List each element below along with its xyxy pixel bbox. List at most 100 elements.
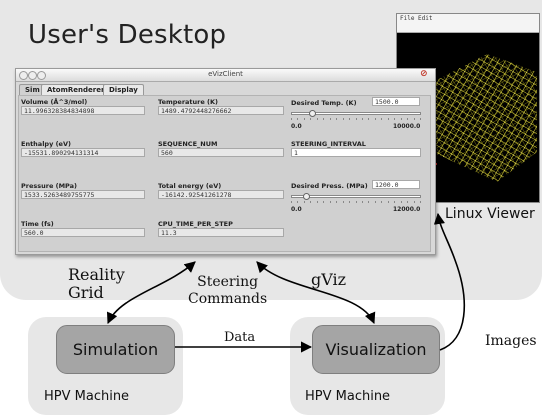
linux-viewer-label: Linux Viewer [445,206,535,222]
slider-tick [381,201,383,203]
gviz-arrow [256,261,376,325]
total-energy-label: Total energy (eV) [158,182,222,190]
sequence-num-label: SEQUENCE_NUM [158,140,218,148]
reality-label-line1: Reality [68,265,125,284]
slider-tick [413,118,415,120]
desired-temp-slider-thumb[interactable] [309,110,317,117]
desired-press-max: 12000.0 [393,206,421,213]
slider-tick [355,118,357,120]
data-label: Data [224,330,256,345]
slider-tick [374,118,376,120]
slider-tick [291,118,292,120]
enthalpy-label: Enthalpy (eV) [21,140,71,148]
desired-press-label: Desired Press. (MPa) [291,182,368,190]
slider-tick [310,118,312,120]
steering-interval-input[interactable]: 1 [291,148,421,157]
steering-interval-label: STEERING_INTERVAL [291,140,366,148]
tab-display[interactable]: Display [103,84,144,95]
reality-grid-label: Reality Grid [68,266,125,302]
images-arrow [433,212,465,351]
steering-label-line2: Commands [188,291,268,307]
slider-tick [407,201,409,203]
slider-tick [413,201,415,203]
pressure-value: 1533.5263489755775 [21,190,145,199]
slider-tick [394,118,396,120]
slider-tick [355,201,357,203]
slider-tick [342,201,344,203]
desktop-title: User's Desktop [28,20,227,50]
desired-press-min: 0.0 [291,206,302,213]
reality-label-line2: Grid [68,283,104,302]
evizclient-window: eVizClient ⊘ Sim AtomRenderer Display Vo… [15,68,436,255]
slider-tick [381,118,383,120]
desired-press-ticks [291,201,421,204]
slider-tick [349,118,351,120]
desired-temp-label: Desired Temp. (K) [291,99,357,107]
window-titlebar: eVizClient ⊘ [16,69,435,82]
slider-tick [368,118,370,120]
linux-viewer-window: File Edit [396,13,540,203]
reality-grid-arrow [106,261,196,325]
gviz-label: gViz [311,270,347,289]
machine-right-label: HPV Machine [305,389,391,404]
slider-tick [323,118,325,120]
slider-tick [303,118,305,120]
slider-tick [400,201,402,203]
temperature-value: 1489.4792448276662 [158,106,284,115]
window-title: eVizClient [208,70,243,78]
slider-tick [291,201,292,203]
slider-tick [336,118,338,120]
slider-tick [342,118,344,120]
slider-tick [329,118,331,120]
time-value: 560.0 [21,228,145,237]
desired-press-slider[interactable] [291,192,421,204]
slider-tick [420,201,421,203]
slider-tick [361,201,363,203]
slider-tick [368,201,370,203]
slider-tick [394,201,396,203]
slider-tick [387,201,389,203]
zoom-dot-icon[interactable] [37,71,46,80]
slider-tick [349,201,351,203]
visualization-node: Visualization [312,325,440,374]
desired-temp-slider[interactable] [291,109,421,121]
slider-tick [420,118,421,120]
viewer-menu[interactable]: File Edit [400,15,433,22]
slider-tick [361,118,363,120]
desired-temp-slider-track[interactable] [291,112,421,115]
slider-tick [303,201,305,203]
desired-temp-ticks [291,118,421,121]
volume-value: 11.996328384834898 [21,106,145,115]
steering-label-line1: Steering [197,274,259,290]
pressure-label: Pressure (MPa) [21,182,78,190]
desired-temp-min: 0.0 [291,123,302,130]
viewer-titlebar: File Edit [397,14,539,33]
close-dot-icon[interactable] [19,71,28,80]
cpu-time-label: CPU_TIME_PER_STEP [158,220,233,228]
steering-commands-label: Steering Commands [188,274,267,308]
slider-tick [400,118,402,120]
desired-temp-max: 10000.0 [393,123,421,130]
cpu-time-value: 11.3 [158,228,284,237]
minimize-dot-icon[interactable] [28,71,37,80]
desired-press-input[interactable]: 1200.0 [372,180,420,189]
slider-tick [297,201,299,203]
machine-left-label: HPV Machine [44,389,130,404]
desired-press-slider-thumb[interactable] [303,193,311,200]
images-label: Images [485,333,537,349]
slider-tick [297,118,299,120]
volume-label: Volume (Å^3/mol) [21,98,88,106]
slider-tick [329,201,331,203]
total-energy-value: -16142.92541261278 [158,190,284,199]
enthalpy-value: -15531.890294131314 [21,148,145,157]
desired-press-slider-track[interactable] [291,195,421,198]
desired-temp-input[interactable]: 1500.0 [372,97,420,106]
sequence-num-value: 560 [158,148,284,157]
slider-tick [407,118,409,120]
slider-tick [316,118,318,120]
app-close-icon[interactable]: ⊘ [420,69,428,79]
temperature-label: Temperature (K) [158,98,218,106]
crystal-lattice-render [414,54,537,182]
slider-tick [387,118,389,120]
slider-tick [336,201,338,203]
